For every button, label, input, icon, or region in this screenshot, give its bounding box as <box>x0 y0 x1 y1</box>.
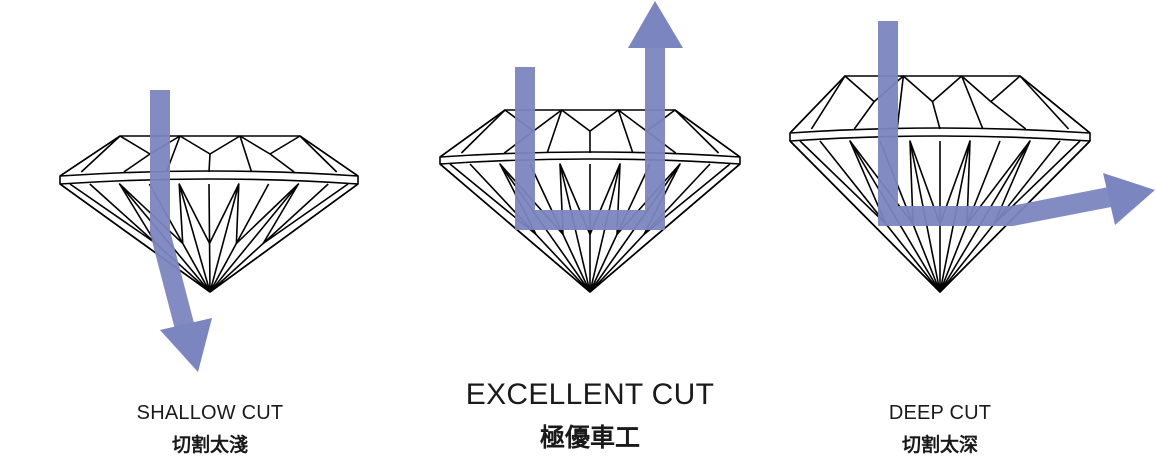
deep-light-path-arrowhead <box>1103 173 1155 225</box>
shallow-diamond-pavilion-halves <box>69 183 349 245</box>
shallow-diamond-crown-rays <box>80 135 338 173</box>
shallow-cut-label: SHALLOW CUT <box>136 402 284 424</box>
excellent-cut-label: EXCELLENT CUT <box>465 378 715 411</box>
excellent-light-path <box>515 48 665 230</box>
excellent-diamond-crown-rays <box>460 109 720 154</box>
deep-diamond-crown-facets <box>789 75 1091 134</box>
deep-diamond-girdle-bottom <box>789 135 1091 142</box>
excellent-diamond <box>439 109 741 293</box>
excellent-diamond-girdle-bottom <box>439 158 741 165</box>
shallow-cut-label-zh: 切割太淺 <box>171 434 248 456</box>
excellent-diamond-pavilion-halves <box>449 163 731 236</box>
deep-diamond-crown-rays <box>810 75 1070 130</box>
shallow-diamond-girdle-bottom <box>59 178 359 185</box>
deep-cut-label-zh: 切割太深 <box>901 434 978 456</box>
deep-cut-label: DEEP CUT <box>888 402 992 424</box>
excellent-cut-label-zh: 極優車工 <box>539 423 640 452</box>
deep-light-path <box>878 21 1112 226</box>
excellent-light-path-arrowhead <box>628 1 683 48</box>
shallow-diamond-pavilion-facets <box>59 183 359 293</box>
deep-diamond <box>789 75 1091 293</box>
shallow-diamond <box>59 135 359 293</box>
shallow-light-path-arrowhead <box>160 318 212 372</box>
shallow-light-path <box>150 90 196 335</box>
